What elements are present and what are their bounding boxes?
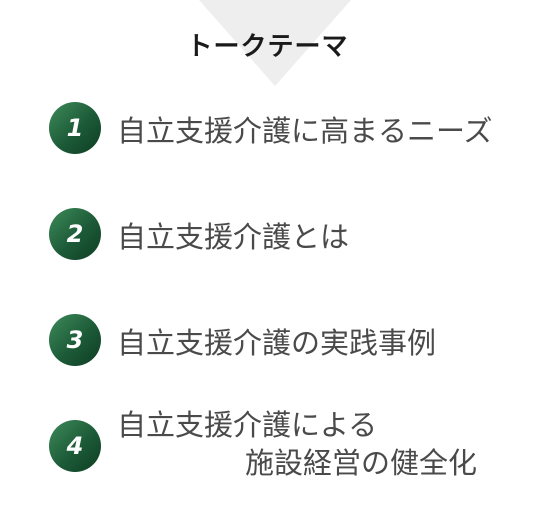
talk-theme-title: トークテーマ (186, 32, 349, 62)
header-triangle-decoration (199, 0, 351, 86)
number-badge-3: 3 (49, 314, 101, 366)
topic-label-1: 自立支援介護に高まるニーズ (117, 114, 493, 148)
number-badge-4: 4 (49, 420, 101, 472)
topic-label-2: 自立支援介護とは (117, 220, 350, 254)
topic-label-3: 自立支援介護の実践事例 (117, 326, 437, 360)
number-badge-2: 2 (49, 208, 101, 260)
number-badge-1: 1 (49, 102, 101, 154)
topic-label-4-line-1: 自立支援介護による (117, 408, 378, 442)
topic-label-4-line-2: 施設経営の健全化 (245, 446, 478, 480)
